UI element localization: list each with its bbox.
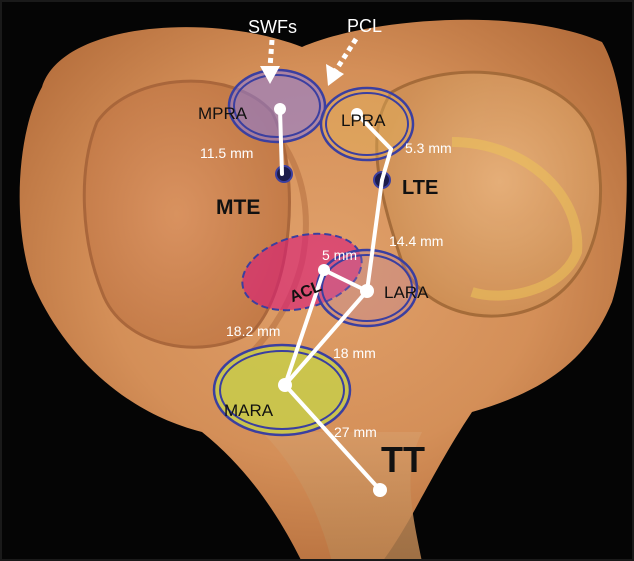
distance-lines [278, 108, 393, 492]
distance-mpra-mte: 11.5 mm [200, 145, 253, 161]
distance-lara-mara: 18 mm [333, 345, 376, 361]
mpra-label: MPRA [198, 104, 248, 123]
distance-lte-lara: 14.4 mm [389, 233, 443, 249]
swfs-label: SWFs [248, 17, 297, 37]
distance-lpra-lte: 5.3 mm [405, 140, 452, 156]
tt-label: TT [381, 439, 425, 480]
mte-label: MTE [216, 196, 260, 219]
pcl-label: PCL [347, 16, 382, 36]
swfs-arrow-icon [260, 39, 280, 84]
distance-acl-mara: 18.2 mm [226, 323, 280, 339]
mara-label: MARA [224, 401, 274, 420]
lpra-label: LPRA [341, 111, 386, 130]
lara-label: LARA [384, 283, 429, 302]
lte-label: LTE [402, 177, 438, 199]
pcl-arrow-icon [326, 37, 359, 86]
landmark-points [274, 103, 387, 497]
distance-mara-tt: 27 mm [334, 424, 377, 440]
distance-acl-lara: 5 mm [322, 247, 357, 263]
